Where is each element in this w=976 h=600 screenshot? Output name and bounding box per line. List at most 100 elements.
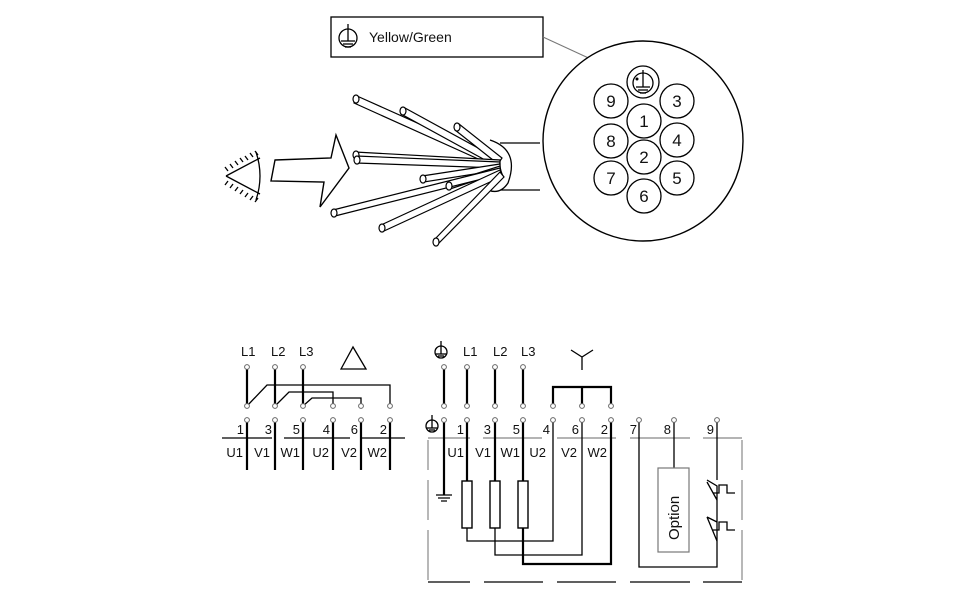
terminal-point (492, 364, 498, 370)
terminal-point (300, 417, 306, 423)
terminal-label: 4 (323, 422, 330, 437)
connector-pin: 4 (659, 122, 695, 158)
star-y-icon (570, 349, 594, 370)
legend-box: Yellow/Green (330, 16, 544, 58)
eye-icon (224, 150, 261, 203)
terminal-point (441, 403, 447, 409)
line-label: L2 (271, 344, 285, 359)
terminal-point (300, 364, 306, 370)
delta-triangle-icon (339, 345, 368, 370)
terminal-point (520, 403, 526, 409)
terminal-label: 6 (351, 422, 358, 437)
terminal-point (300, 403, 306, 409)
terminal-label: 3 (484, 422, 491, 437)
connector-face: 9 31 8 4 27 5 6 (542, 40, 744, 242)
terminal-point (464, 403, 470, 409)
connector-pin: 5 (659, 160, 695, 196)
connector-pin: 6 (626, 178, 662, 214)
terminal-point (671, 417, 677, 423)
connector-pin: 9 (593, 83, 629, 119)
legend-label: Yellow/Green (369, 29, 452, 45)
connector-pin: 7 (593, 160, 629, 196)
terminal-label: 9 (707, 422, 714, 437)
connector-earth-pin (626, 65, 660, 99)
winding-u (461, 480, 473, 529)
connector-pin: 3 (659, 83, 695, 119)
terminal-point (714, 417, 720, 423)
line-label: L1 (463, 344, 477, 359)
arrow-right-icon (270, 132, 350, 208)
terminal-point (550, 403, 556, 409)
terminal-label: 7 (630, 422, 637, 437)
terminal-label: V2 (561, 445, 577, 460)
terminal-point (272, 364, 278, 370)
terminal-label: U2 (529, 445, 546, 460)
terminal-label: 3 (265, 422, 272, 437)
pin-number: 2 (639, 148, 648, 167)
option-box (657, 467, 690, 553)
terminal-point (441, 364, 447, 370)
protective-earth-icon (434, 341, 448, 359)
protective-earth-icon (425, 415, 439, 433)
option-label: Option (666, 496, 683, 540)
terminal-label: V2 (341, 445, 357, 460)
terminal-point (636, 417, 642, 423)
connector-pin: 8 (593, 123, 629, 159)
connector-pin: 1 (626, 103, 662, 139)
terminal-point (330, 417, 336, 423)
terminal-label: W1 (501, 445, 521, 460)
terminal-point (358, 417, 364, 423)
cable-bundle-icon (330, 94, 540, 247)
star-diagram: L1 L2 L3 Option (425, 341, 743, 583)
terminal-label: U1 (226, 445, 243, 460)
line-label: L3 (299, 344, 313, 359)
terminal-label: 5 (513, 422, 520, 437)
terminal-point (520, 417, 526, 423)
thermal-switch-icon (706, 421, 735, 542)
terminal-point (608, 417, 614, 423)
pin-number: 1 (639, 112, 648, 131)
terminal-label: 6 (572, 422, 579, 437)
line-label: L3 (521, 344, 535, 359)
terminal-label: 1 (457, 422, 464, 437)
terminal-point (464, 417, 470, 423)
terminal-label: V1 (475, 445, 491, 460)
connector-pin: 2 (626, 139, 662, 175)
line-label: L1 (241, 344, 255, 359)
terminal-point (387, 417, 393, 423)
terminal-label: 4 (543, 422, 550, 437)
terminal-point (441, 417, 447, 423)
pin-number: 4 (672, 131, 681, 150)
terminal-label: W2 (588, 445, 608, 460)
terminal-point (272, 417, 278, 423)
pin-number: 6 (639, 187, 648, 206)
terminal-point (608, 403, 614, 409)
terminal-point (520, 364, 526, 370)
terminal-point (330, 403, 336, 409)
terminal-label: U1 (447, 445, 464, 460)
terminal-point (579, 417, 585, 423)
terminal-point (492, 417, 498, 423)
protective-earth-icon (338, 24, 358, 48)
line-label: L2 (493, 344, 507, 359)
terminal-label: 2 (380, 422, 387, 437)
terminal-label: U2 (312, 445, 329, 460)
pin-number: 9 (606, 92, 615, 111)
pin-number: 8 (606, 132, 615, 151)
terminal-label: 1 (237, 422, 244, 437)
terminal-point (244, 417, 250, 423)
winding-v (489, 480, 501, 529)
terminal-point (387, 403, 393, 409)
terminal-point (492, 403, 498, 409)
terminal-point (550, 417, 556, 423)
terminal-label: 5 (293, 422, 300, 437)
terminal-point (244, 364, 250, 370)
terminal-point (358, 403, 364, 409)
terminal-label: W1 (281, 445, 301, 460)
terminal-point (464, 364, 470, 370)
terminal-label: 8 (664, 422, 671, 437)
terminal-label: W2 (368, 445, 388, 460)
pin-number: 5 (672, 169, 681, 188)
